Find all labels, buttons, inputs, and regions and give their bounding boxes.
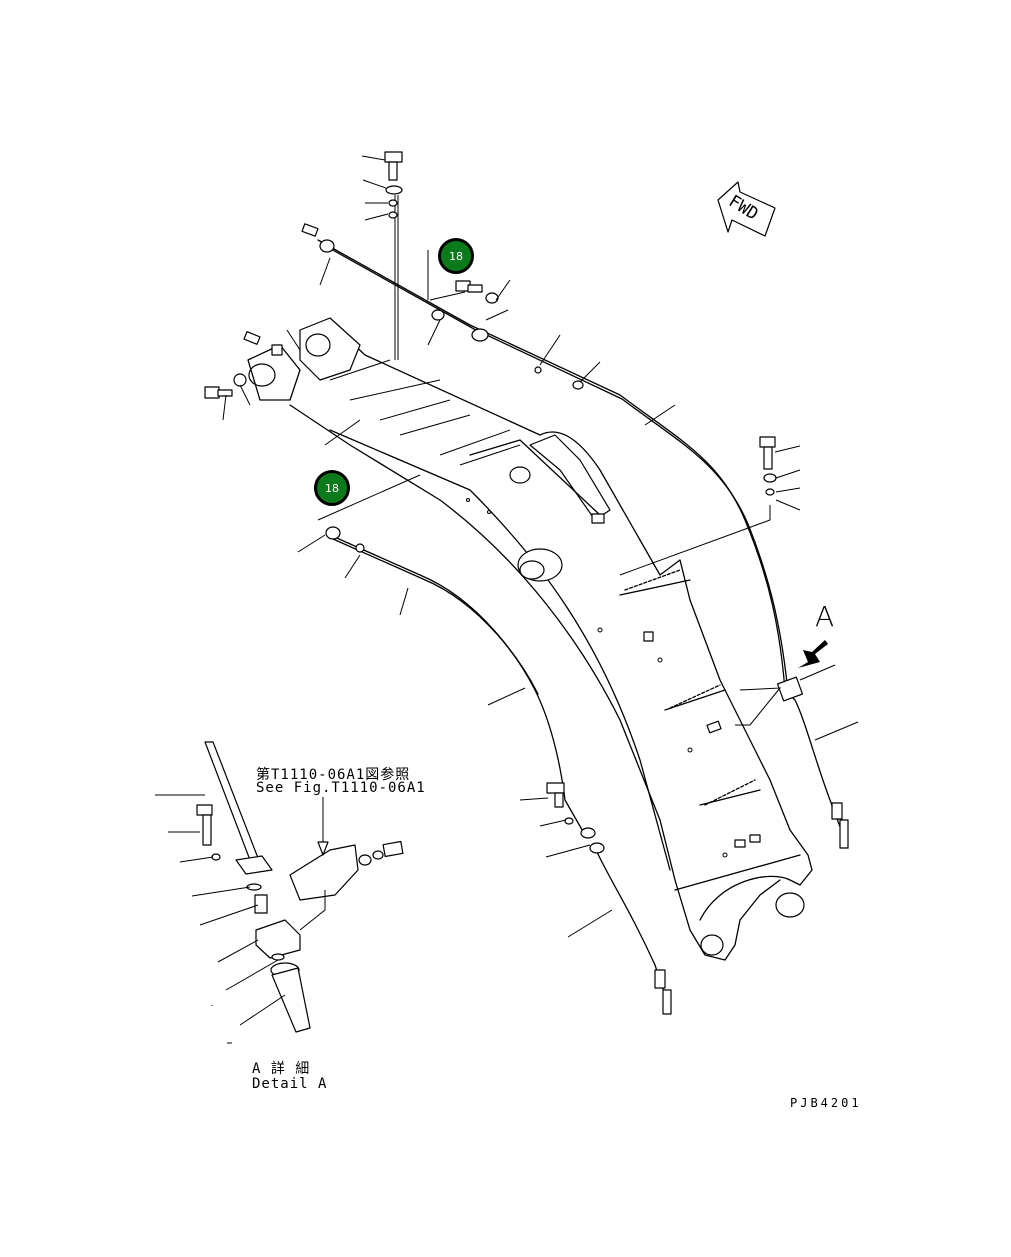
view-a-label: A bbox=[815, 600, 835, 633]
callout-18-upper[interactable]: 18 bbox=[438, 238, 474, 274]
reference-jp: 第T1110-06A1図参照 bbox=[256, 767, 411, 783]
view-a-arrow-icon bbox=[798, 640, 828, 668]
drawing-id: PJB4201 bbox=[790, 1096, 862, 1110]
leader-lines bbox=[222, 155, 859, 938]
hardware-parts bbox=[204, 151, 849, 1015]
fwd-arrow-icon bbox=[717, 181, 776, 237]
hose-lines bbox=[317, 195, 849, 1011]
callout-18-lower[interactable]: 18 bbox=[314, 470, 350, 506]
detail-a-view bbox=[155, 741, 404, 1044]
detail-title-jp: A 詳 細 bbox=[252, 1061, 311, 1077]
reference-en: See Fig.T1110-06A1 bbox=[256, 780, 426, 796]
detail-title-en: Detail A bbox=[252, 1076, 328, 1092]
